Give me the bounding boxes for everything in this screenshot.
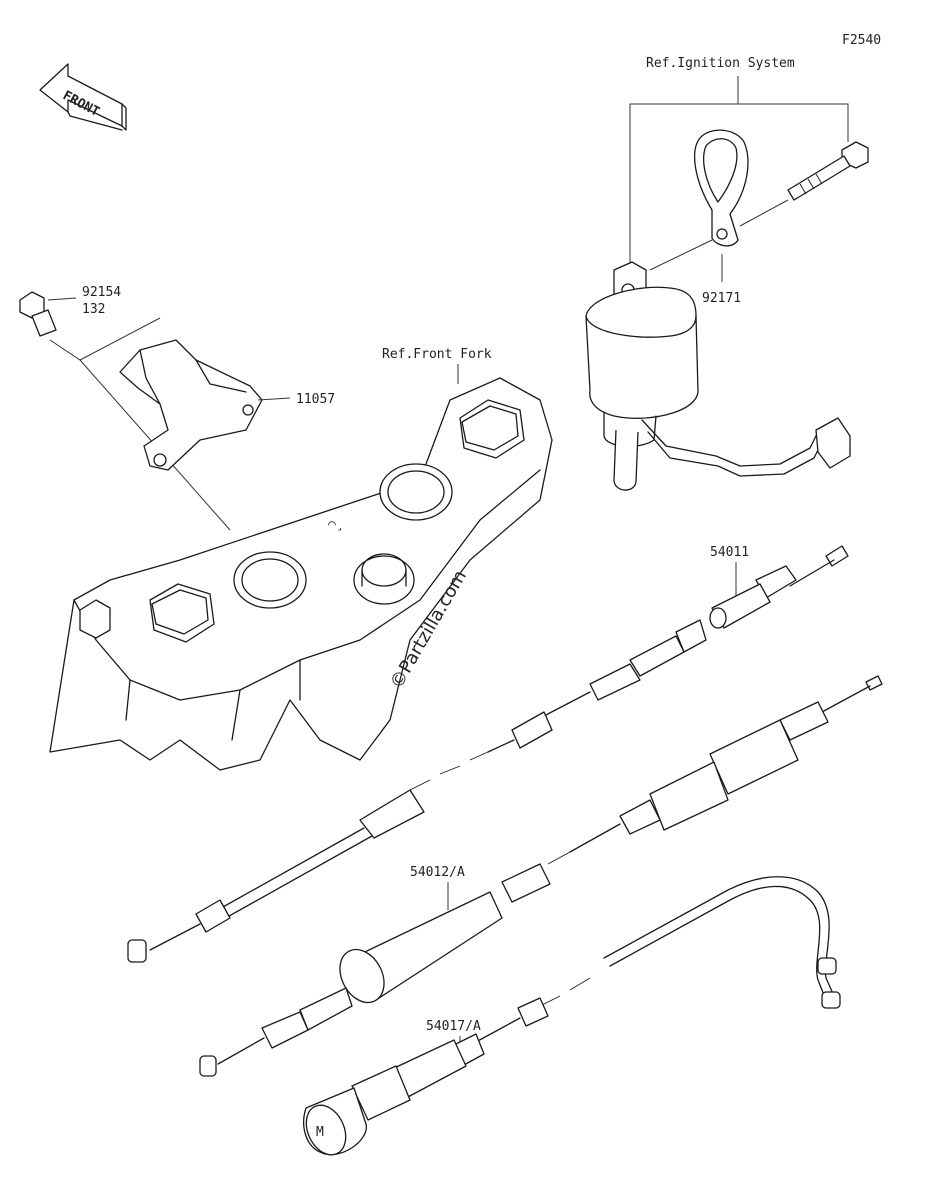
ref-ignition-label: Ref.Ignition System	[646, 56, 795, 71]
callout-54012: 54012/A	[410, 865, 465, 880]
callout-54017: 54017/A	[426, 1019, 481, 1034]
ignition-switch-body	[585, 239, 851, 491]
bolt-92154	[19, 291, 77, 337]
callout-92171: 92171	[702, 291, 741, 306]
cable-54017: M	[303, 876, 841, 1156]
ref-front-fork-label: Ref.Front Fork	[382, 347, 492, 362]
cable-54012	[199, 675, 883, 1077]
clamp-92171	[694, 129, 749, 282]
stem-marking: ⌒¸	[328, 517, 344, 532]
ref-ignition-bracket-right	[738, 103, 849, 142]
ref-ignition-bracket-left	[629, 76, 739, 268]
cable-54011	[127, 545, 849, 963]
choke-knob-mark: M	[316, 1125, 324, 1140]
diagram-code: F2540	[842, 33, 881, 48]
ignition-bolt	[739, 141, 869, 227]
callout-132: 132	[82, 302, 105, 317]
callout-11057: 11057	[296, 392, 335, 407]
callout-54011: 54011	[710, 545, 749, 560]
callout-92154: 92154	[82, 285, 121, 300]
front-arrow-icon: FRONT	[39, 63, 127, 131]
bracket-11057	[119, 339, 291, 471]
steering-stem-head: ⌒¸	[49, 377, 553, 771]
